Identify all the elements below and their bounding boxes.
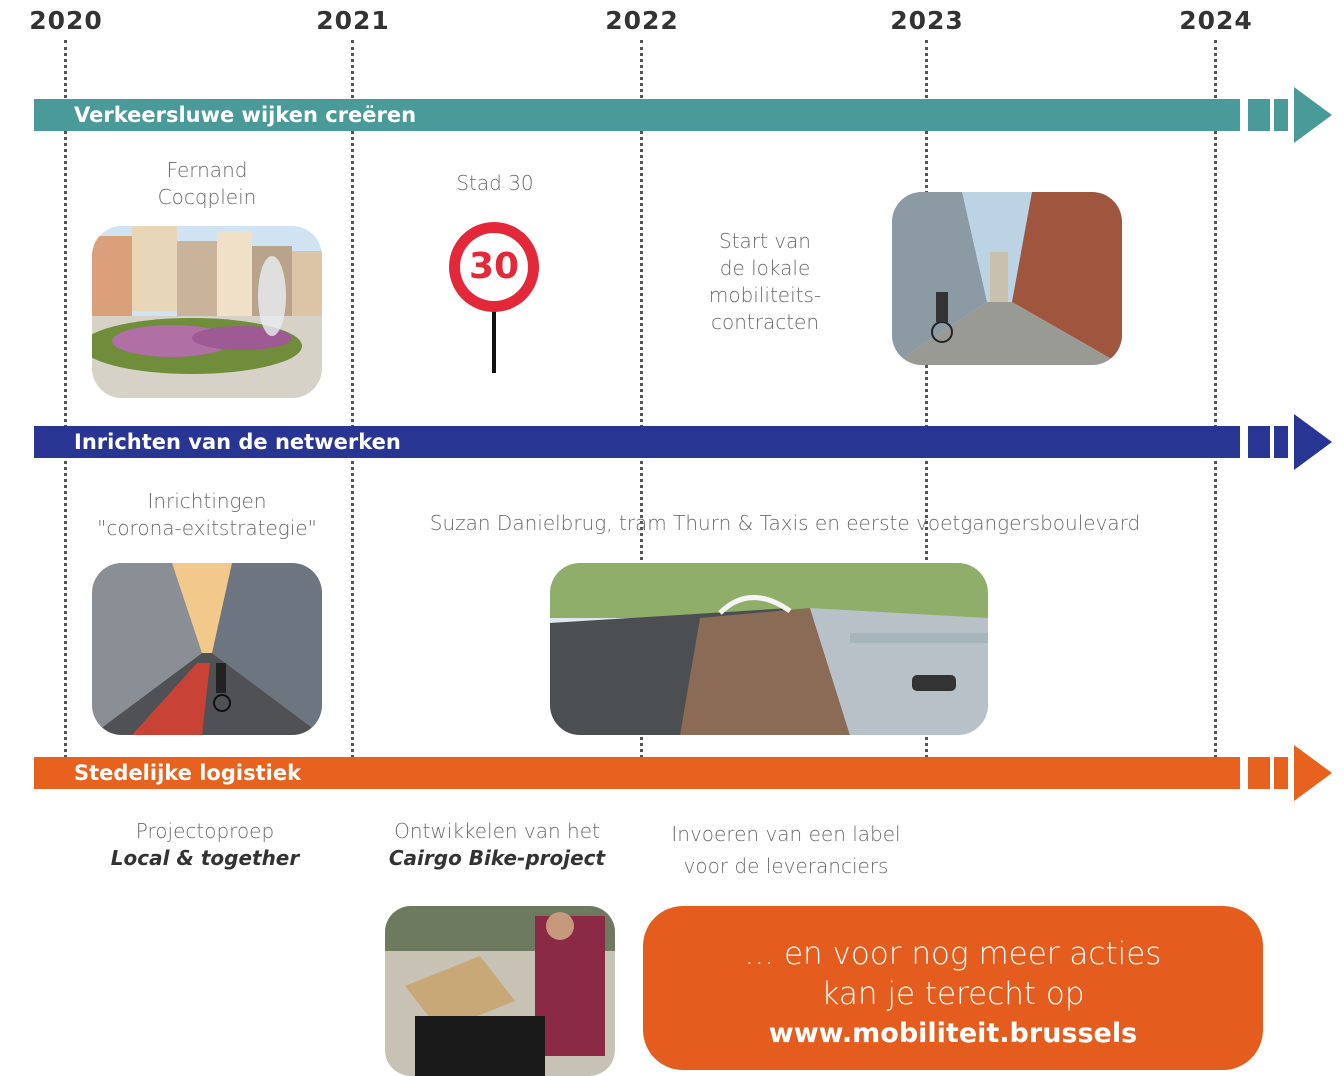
band-verkeersluwe-dash-1 <box>1248 99 1270 131</box>
band-verkeersluwe <box>34 99 1240 131</box>
speed-limit-sign-icon: 30 <box>446 219 542 373</box>
caption-label-leveranciers: Invoeren van een label voor de leveranci… <box>671 822 901 878</box>
year-2021: 2021 <box>316 6 390 35</box>
band-verkeersluwe-label: Verkeersluwe wijken creëren <box>74 103 417 127</box>
caption-projectoproep: Projectoproep Local & together <box>95 818 315 872</box>
photo-suzan-danielbrug <box>550 563 988 735</box>
year-2024: 2024 <box>1179 6 1253 35</box>
year-2020: 2020 <box>29 6 103 35</box>
caption-projectoproep-line2: Local & together <box>110 846 300 870</box>
cta-line2: kan je terecht op <box>821 976 1085 1012</box>
caption-suzan-danielbrug: Suzan Danielbrug, tram Thurn & Taxis en … <box>429 511 1141 535</box>
band-netwerken-dash-2 <box>1274 426 1288 458</box>
cta-line1: ... en voor nog meer acties <box>744 936 1162 972</box>
year-line-2024 <box>1214 40 1217 788</box>
year-line-2023 <box>925 40 928 788</box>
cta-url-link[interactable]: www.mobiliteit.brussels <box>768 1018 1138 1049</box>
band-netwerken <box>34 426 1240 458</box>
year-line-2021 <box>351 40 354 788</box>
year-2022: 2022 <box>605 6 679 35</box>
caption-stad-30: Stad 30 <box>456 171 534 195</box>
speed-limit-value: 30 <box>468 246 520 287</box>
band-logistiek-dash-2 <box>1274 757 1288 789</box>
caption-cairgo-line2: Cairgo Bike-project <box>388 846 606 870</box>
photo-fernand-cocqplein <box>92 226 322 398</box>
caption-projectoproep-line1: Projectoproep <box>135 819 275 843</box>
caption-fernand-cocqplein: Fernand Cocqplein <box>157 158 257 209</box>
year-line-2022 <box>640 40 643 788</box>
band-logistiek-dash-1 <box>1248 757 1270 789</box>
caption-cairgo: Ontwikkelen van het Cairgo Bike-project <box>370 818 624 872</box>
caption-start-lokale: Start van de lokale mobiliteits- contrac… <box>708 229 822 334</box>
band-netwerken-label: Inrichten van de netwerken <box>74 430 401 454</box>
photo-corona-street <box>92 563 322 735</box>
band-netwerken-arrow <box>1294 414 1332 470</box>
caption-cairgo-line1: Ontwikkelen van het <box>394 819 600 843</box>
cta-box: ... en voor nog meer acties kan je terec… <box>643 906 1263 1070</box>
band-verkeersluwe-dash-2 <box>1274 99 1288 131</box>
band-logistiek-arrow <box>1294 745 1332 801</box>
band-verkeersluwe-arrow <box>1294 87 1332 143</box>
band-logistiek-label: Stedelijke logistiek <box>74 761 302 785</box>
band-logistiek <box>34 757 1240 789</box>
photo-street-bicycle <box>892 192 1122 365</box>
photo-cargo-bike <box>385 906 615 1076</box>
year-line-2020 <box>64 40 67 788</box>
caption-inrichtingen: Inrichtingen "corona-exitstrategie" <box>97 489 317 540</box>
band-netwerken-dash-1 <box>1248 426 1270 458</box>
year-2023: 2023 <box>890 6 964 35</box>
